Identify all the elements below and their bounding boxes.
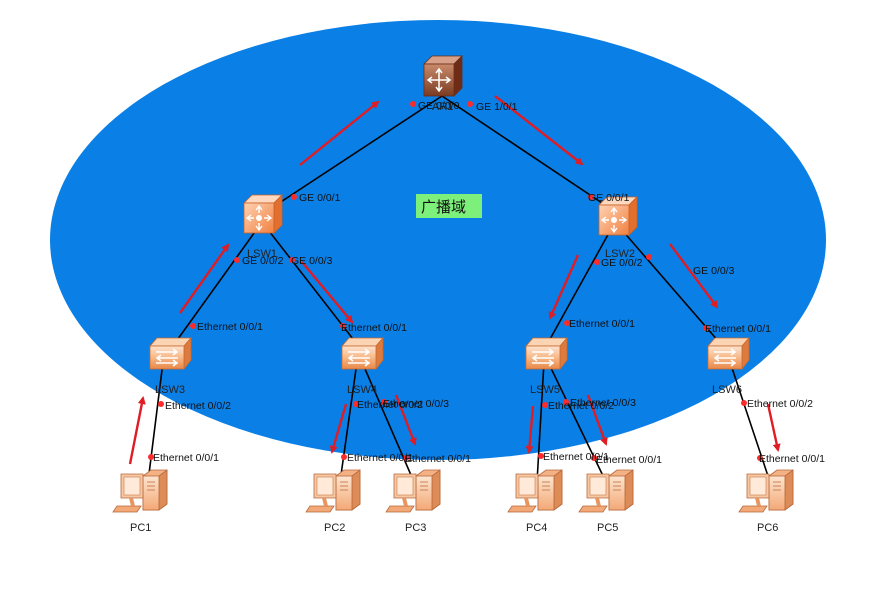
- port-label: Ethernet 0/0/1: [759, 453, 825, 465]
- port-dots: [148, 101, 763, 461]
- port-label: Ethernet 0/0/2: [747, 398, 813, 410]
- arrow-lsw5-to-pc5: [586, 394, 608, 446]
- broadcast-domain-label-bg: [416, 194, 482, 218]
- port-label: Ethernet 0/0/1: [197, 321, 263, 333]
- switch-name: LSW6: [712, 384, 742, 396]
- port-label: GE 1/0/1: [476, 101, 518, 113]
- switch-icon: [707, 337, 750, 370]
- port-label: GE 0/0/2: [242, 255, 284, 267]
- switch-icon: [149, 337, 192, 370]
- pc-name: PC2: [324, 522, 345, 534]
- arrow-lsw2-to-lsw5: [548, 254, 580, 320]
- switch-name: LSW4: [347, 384, 377, 396]
- port-label: GE 0/0/3: [693, 265, 735, 277]
- pc-pc3[interactable]: PC3: [385, 469, 441, 534]
- router-name: AR1: [432, 101, 453, 113]
- switch-lsw6[interactable]: LSW6: [707, 337, 750, 396]
- link-lsw5-pc5: [547, 361, 607, 483]
- pc-icon: [385, 469, 441, 513]
- pc-pc2[interactable]: PC2: [305, 469, 361, 534]
- port-label: Ethernet 0/0/3: [570, 397, 636, 409]
- arrow-ar1-to-lsw2: [494, 95, 584, 166]
- port-label: Ethernet 0/0/1: [347, 452, 413, 464]
- arrow-lsw5-to-pc4: [525, 405, 535, 454]
- pc-name: PC4: [526, 522, 547, 534]
- port-label: Ethernet 0/0/1: [341, 322, 407, 334]
- l3-switch-icon: [243, 194, 283, 234]
- link-lsw3-pc1: [147, 361, 164, 483]
- pc-pc1[interactable]: PC1: [112, 469, 168, 534]
- pc-pc5[interactable]: PC5: [578, 469, 634, 534]
- switch-lsw1[interactable]: LSW1: [243, 194, 283, 260]
- port-label: Ethernet 0/0/1: [543, 451, 609, 463]
- router-ar1[interactable]: AR1: [423, 55, 463, 113]
- arrow-lsw1-to-ar1: [299, 100, 380, 166]
- link-lsw1-lsw3: [169, 221, 263, 351]
- port-label: GE 0/0/1: [299, 192, 341, 204]
- arrow-lsw3-to-lsw1: [179, 243, 230, 314]
- port-label: Ethernet 0/0/2: [548, 400, 614, 412]
- link-ar1-lsw1: [263, 95, 443, 214]
- arrow-lsw2-to-lsw6: [669, 243, 719, 309]
- link-lsw5-pc4: [536, 361, 545, 483]
- arrow-lsw4-to-pc2: [329, 403, 348, 454]
- switch-lsw5[interactable]: LSW5: [525, 337, 568, 396]
- port-labels: GE 0/0/0 GE 1/0/1 GE 0/0/1 GE 0/0/2 GE 0…: [153, 100, 825, 466]
- broadcast-arrows: [128, 95, 781, 465]
- port-label: GE 0/0/0: [418, 100, 460, 112]
- link-ar1-lsw2: [441, 95, 618, 214]
- pc-icon: [738, 469, 794, 513]
- arrow-lsw1-to-lsw4: [301, 261, 354, 324]
- pc-pc4[interactable]: PC4: [507, 469, 563, 534]
- port-label: Ethernet 0/0/1: [705, 323, 771, 335]
- pc-icon: [578, 469, 634, 513]
- switch-icon: [341, 337, 384, 370]
- pc-name: PC3: [405, 522, 426, 534]
- arrow-pc1-to-lsw3: [128, 396, 146, 465]
- port-label: Ethernet 0/0/1: [569, 318, 635, 330]
- link-lsw4-pc2: [339, 361, 358, 483]
- pc-name: PC6: [757, 522, 778, 534]
- port-label: Ethernet 0/0/1: [596, 454, 662, 466]
- port-label: Ethernet 0/0/3: [383, 398, 449, 410]
- port-label: Ethernet 0/0/2: [165, 400, 231, 412]
- switch-name: LSW1: [247, 248, 277, 260]
- port-label: Ethernet 0/0/1: [405, 453, 471, 465]
- port-label: GE 0/0/1: [588, 192, 630, 204]
- port-label: Ethernet 0/0/2: [357, 399, 423, 411]
- port-label: GE 0/0/3: [291, 255, 333, 267]
- pc-icon: [112, 469, 168, 513]
- router-icon: [423, 55, 463, 97]
- switch-icon: [525, 337, 568, 370]
- pc-icon: [507, 469, 563, 513]
- pc-icon: [305, 469, 361, 513]
- switch-lsw4[interactable]: LSW4: [341, 337, 384, 396]
- pc-pc6[interactable]: PC6: [738, 469, 794, 534]
- pc-name: PC1: [130, 522, 151, 534]
- link-lsw2-lsw5: [543, 221, 616, 351]
- pc-name: PC5: [597, 522, 618, 534]
- link-lsw6-pc6: [729, 361, 771, 483]
- arrow-lsw4-to-pc3: [394, 394, 417, 446]
- arrow-lsw6-to-pc6: [766, 403, 781, 452]
- port-label: Ethernet 0/0/1: [153, 452, 219, 464]
- switch-name: LSW3: [155, 384, 185, 396]
- broadcast-domain-ellipse: [50, 20, 826, 460]
- link-lsw4-pc3: [361, 361, 415, 483]
- switch-lsw3[interactable]: LSW3: [149, 337, 192, 396]
- port-label: GE 0/0/2: [601, 257, 643, 269]
- switch-name: LSW5: [530, 384, 560, 396]
- broadcast-domain-label: 广播域: [421, 198, 466, 216]
- switch-name: LSW2: [605, 248, 635, 260]
- switch-lsw2[interactable]: LSW2: [598, 196, 638, 260]
